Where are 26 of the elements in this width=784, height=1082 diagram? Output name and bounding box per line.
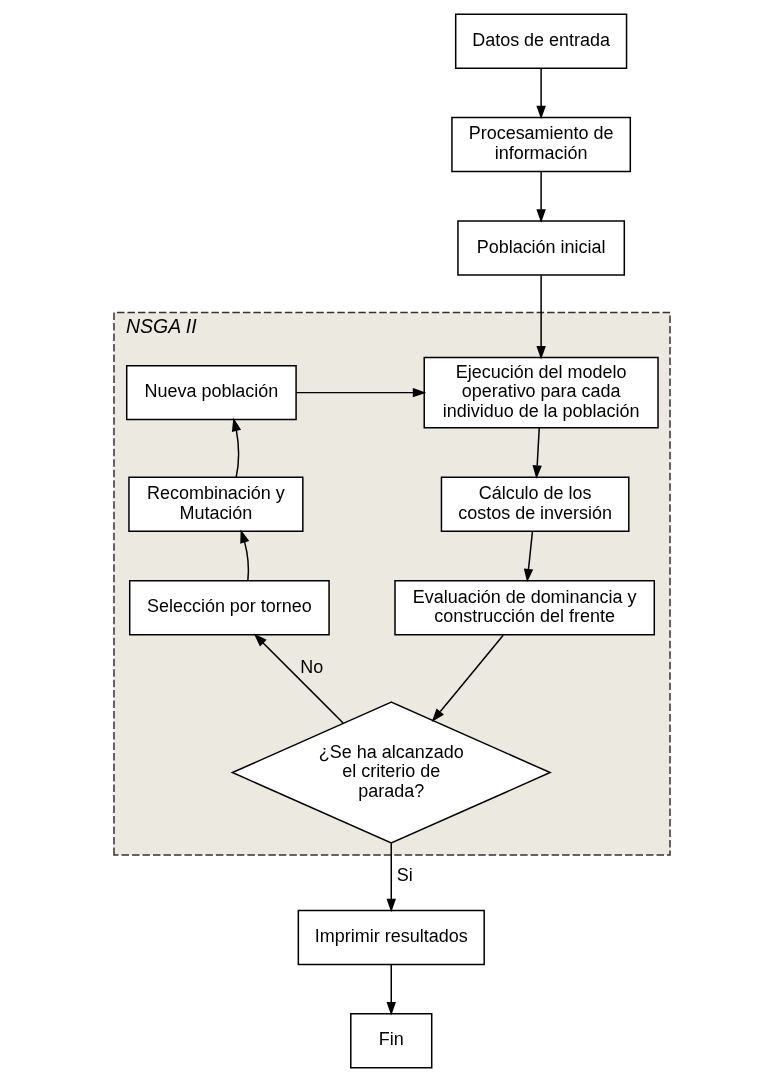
arrow bbox=[536, 171, 546, 223]
arrow bbox=[295, 387, 427, 398]
node-box: Procesamiento de información bbox=[451, 116, 632, 173]
arrow bbox=[386, 842, 396, 913]
node-box: Selección por torneo bbox=[128, 579, 330, 636]
arrow bbox=[253, 633, 344, 724]
edge-label: Si bbox=[396, 865, 413, 886]
arrow bbox=[523, 530, 534, 583]
node-box: Nueva población bbox=[125, 364, 297, 421]
arrow bbox=[231, 417, 242, 478]
node-box: Fin bbox=[350, 1013, 433, 1069]
arrow bbox=[536, 274, 546, 360]
arrow bbox=[431, 634, 504, 723]
node-box: Cálculo de los costos de inversión bbox=[440, 476, 630, 532]
node-box: Datos de entrada bbox=[454, 13, 628, 69]
node-box: Evaluación de dominancia y construcción del frente bbox=[394, 579, 656, 636]
node-box: Recombinación y Mutación bbox=[128, 476, 304, 532]
arrow bbox=[536, 67, 546, 120]
node-box: Población inicial bbox=[457, 220, 626, 276]
node-diamond: ¿Se ha alcanzado el criterio de parada? bbox=[230, 701, 552, 844]
arrow bbox=[240, 529, 250, 581]
node-box: Ejecución del modelo operativo para cada individuo de la población bbox=[423, 356, 659, 429]
edge-label: No bbox=[300, 657, 324, 678]
arrow bbox=[386, 964, 396, 1016]
node-box: Imprimir resultados bbox=[297, 909, 485, 966]
arrow bbox=[532, 427, 542, 479]
